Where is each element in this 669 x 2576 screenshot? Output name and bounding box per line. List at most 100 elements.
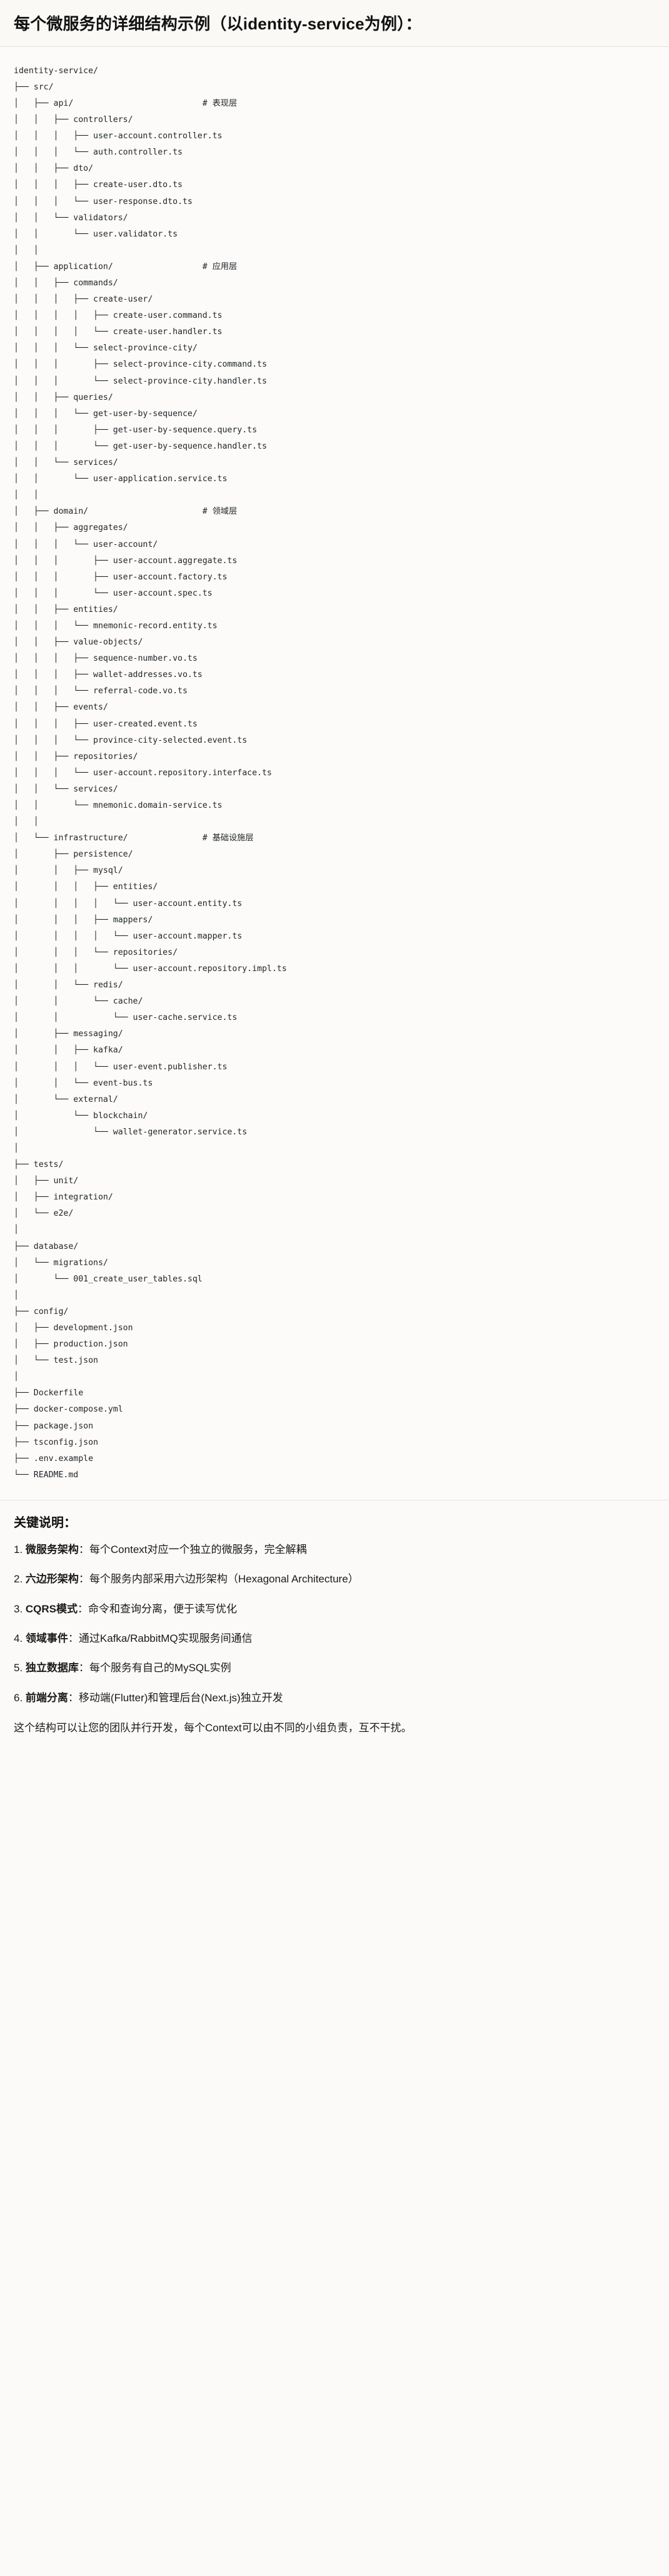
tree-line: │ │ └── services/ <box>14 458 118 468</box>
tree-line: │ <box>14 1290 19 1300</box>
key-notes-title: 关键说明： <box>14 1515 76 1530</box>
key-note-term: 领域事件 <box>25 1632 68 1644</box>
tree-line: │ ├── domain/ # 领域层 <box>14 507 238 517</box>
tree-line: │ │ └── redis/ <box>14 980 123 990</box>
key-note-index: 3. <box>14 1602 26 1615</box>
tree-line: │ │ │ ├── select-province-city.command.t… <box>14 360 267 370</box>
key-note-item: 5. 独立数据库：每个服务有自己的MySQL实例 <box>14 1660 655 1676</box>
tree-line: │ │ └── user.validator.ts <box>14 229 178 239</box>
tree-line: │ ├── messaging/ <box>14 1029 123 1039</box>
tree-line: ├── database/ <box>14 1241 79 1251</box>
tree-line: │ │ ├── kafka/ <box>14 1046 123 1056</box>
tree-line: │ │ │ └── get-user-by-sequence/ <box>14 409 198 419</box>
tree-line-comment: # 基础设施层 <box>202 833 254 843</box>
tree-line: │ └── e2e/ <box>14 1209 74 1219</box>
key-notes-footer: 这个结构可以让您的团队并行开发，每个Context可以由不同的小组负责，互不干扰… <box>14 1722 412 1734</box>
page-title: 每个微服务的详细结构示例（以identity-service为例）： <box>14 14 422 33</box>
tree-line-comment: # 表现层 <box>202 98 238 108</box>
tree-line: ├── Dockerfile <box>14 1388 84 1398</box>
key-note-item: 1. 微服务架构：每个Context对应一个独立的微服务，完全解耦 <box>14 1542 655 1558</box>
document-page: 每个微服务的详细结构示例（以identity-service为例）： ident… <box>0 0 669 1753</box>
tree-line: │ │ <box>14 491 39 501</box>
tree-line: │ │ │ └── user-account.spec.ts <box>14 588 213 598</box>
key-note-item: 3. CQRS模式：命令和查询分离，便于读写优化 <box>14 1601 655 1617</box>
tree-line: │ │ ├── entities/ <box>14 604 118 614</box>
tree-line: │ ├── integration/ <box>14 1193 113 1203</box>
tree-line: │ │ <box>14 817 39 827</box>
tree-line: │ │ │ ├── create-user.dto.ts <box>14 180 183 190</box>
key-note-index: 2. <box>14 1573 26 1586</box>
key-note-term: 微服务架构 <box>25 1543 79 1555</box>
tree-line: │ │ │ └── user-account.repository.interf… <box>14 768 272 778</box>
tree-line: │ │ │ └── select-province-city/ <box>14 344 198 354</box>
tree-line: │ └── infrastructure/ # 基础设施层 <box>14 833 254 843</box>
tree-line: │ │ └── validators/ <box>14 213 128 223</box>
tree-line: │ │ ├── value-objects/ <box>14 638 143 648</box>
tree-line: │ ├── api/ # 表现层 <box>14 98 238 108</box>
tree-line: │ │ │ └── user-account/ <box>14 539 158 549</box>
tree-line: │ <box>14 1372 19 1382</box>
key-note-term: 前端分离 <box>25 1691 68 1704</box>
key-note-desc: ：通过Kafka/RabbitMQ实现服务间通信 <box>68 1632 253 1644</box>
tree-line: │ └── wallet-generator.service.ts <box>14 1127 248 1137</box>
tree-line: │ │ │ ├── wallet-addresses.vo.ts <box>14 670 203 680</box>
tree-line: │ │ └── event-bus.ts <box>14 1078 153 1088</box>
tree-line: │ └── migrations/ <box>14 1258 108 1268</box>
tree-line: │ ├── production.json <box>14 1340 128 1350</box>
key-note-desc: ：移动端(Flutter)和管理后台(Next.js)独立开发 <box>68 1691 283 1704</box>
tree-line: │ ├── development.json <box>14 1323 133 1333</box>
key-note-desc: ：每个服务内部采用六边形架构（Hexagonal Architecture） <box>78 1573 359 1586</box>
key-note-index: 4. <box>14 1632 26 1644</box>
tree-line: │ ├── unit/ <box>14 1176 79 1186</box>
tree-line: │ └── blockchain/ <box>14 1111 148 1121</box>
tree-line-comment: # 领域层 <box>202 507 238 517</box>
key-note-term: 六边形架构 <box>25 1573 79 1586</box>
tree-line: │ │ └── mnemonic.domain-service.ts <box>14 801 223 811</box>
tree-line: │ │ │ ├── user-account.aggregate.ts <box>14 556 238 566</box>
tree-line: │ │ │ │ ├── create-user.command.ts <box>14 311 223 321</box>
tree-line: │ │ │ ├── get-user-by-sequence.query.ts <box>14 425 258 435</box>
tree-line: │ │ ├── mysql/ <box>14 866 123 876</box>
tree-line: │ │ │ │ └── user-account.entity.ts <box>14 899 243 909</box>
key-note-index: 1. <box>14 1543 26 1555</box>
tree-line: ├── config/ <box>14 1306 69 1316</box>
directory-tree: identity-service/├── src/│ ├── api/ # 表现… <box>14 63 655 1484</box>
key-note-item: 6. 前端分离：移动端(Flutter)和管理后台(Next.js)独立开发 <box>14 1690 655 1706</box>
tree-line: │ ├── application/ # 应用层 <box>14 262 238 272</box>
key-note-index: 5. <box>14 1662 26 1674</box>
tree-line-comment: # 应用层 <box>202 262 238 272</box>
tree-line: │ │ ├── aggregates/ <box>14 523 128 533</box>
tree-line: │ │ │ │ └── user-account.mapper.ts <box>14 931 243 941</box>
key-note-term: 独立数据库 <box>25 1662 79 1674</box>
tree-line: │ │ │ ├── sequence-number.vo.ts <box>14 654 198 664</box>
tree-line: ├── docker-compose.yml <box>14 1405 123 1415</box>
key-note-item: 4. 领域事件：通过Kafka/RabbitMQ实现服务间通信 <box>14 1631 655 1647</box>
tree-line: │ │ └── user-application.service.ts <box>14 474 228 484</box>
tree-line: │ │ └── services/ <box>14 784 118 794</box>
key-notes-block: 关键说明： 1. 微服务架构：每个Context对应一个独立的微服务，完全解耦 2… <box>0 1500 669 1753</box>
tree-line: │ │ ├── events/ <box>14 703 108 713</box>
tree-line: │ └── 001_create_user_tables.sql <box>14 1274 203 1284</box>
tree-line: │ │ │ └── user-response.dto.ts <box>14 196 193 206</box>
tree-line: identity-service/ <box>14 66 98 76</box>
tree-line: │ └── test.json <box>14 1356 98 1366</box>
tree-line: │ │ │ └── province-city-selected.event.t… <box>14 735 248 745</box>
key-note-item: 2. 六边形架构：每个服务内部采用六边形架构（Hexagonal Archite… <box>14 1571 655 1587</box>
tree-line: │ │ │ └── select-province-city.handler.t… <box>14 376 267 386</box>
tree-line: │ │ ├── dto/ <box>14 164 94 174</box>
tree-line: │ │ │ └── user-account.repository.impl.t… <box>14 964 287 974</box>
document-header: 每个微服务的详细结构示例（以identity-service为例）： <box>0 0 669 47</box>
tree-line: │ │ ├── commands/ <box>14 278 118 288</box>
key-note-term: CQRS模式 <box>25 1602 78 1615</box>
directory-tree-block: identity-service/├── src/│ ├── api/ # 表现… <box>0 46 669 1500</box>
tree-line: │ │ │ └── auth.controller.ts <box>14 148 183 158</box>
tree-line: │ │ └── cache/ <box>14 997 143 1007</box>
tree-line: └── README.md <box>14 1470 79 1480</box>
tree-line: │ │ │ └── repositories/ <box>14 947 178 957</box>
tree-line: │ │ │ ├── user-account.controller.ts <box>14 131 223 141</box>
tree-line: │ │ <box>14 245 39 255</box>
tree-line: │ │ │ ├── create-user/ <box>14 295 153 305</box>
tree-line: │ │ │ └── mnemonic-record.entity.ts <box>14 621 218 631</box>
tree-line: │ │ │ ├── entities/ <box>14 882 158 892</box>
key-note-index: 6. <box>14 1691 26 1704</box>
